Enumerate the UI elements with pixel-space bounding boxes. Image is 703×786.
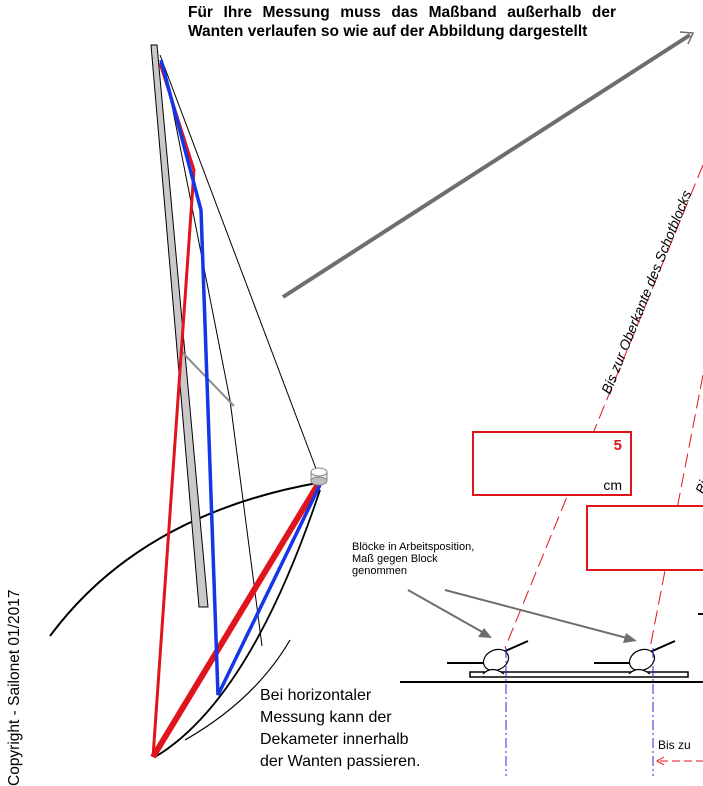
callout-arrow-1-head <box>478 628 492 638</box>
direction-arrow-head <box>679 31 695 45</box>
measurement-box-2 <box>586 505 703 571</box>
red-dashed-line-2 <box>649 374 703 649</box>
red-dashed-line-1 <box>504 164 703 649</box>
blocks-note: Blöcke in Arbeitsposition, Maß gegen Blo… <box>352 541 475 577</box>
measurement-box <box>472 431 632 496</box>
direction-arrow <box>281 33 692 299</box>
hull-curve <box>49 482 318 637</box>
keel-curve-inner <box>184 639 291 741</box>
measurement-value: 5 <box>613 437 622 454</box>
bottom-instruction-note: Bei horizontaler Messung kann der Dekame… <box>260 687 421 770</box>
forestay-line <box>159 54 319 475</box>
red-measure-diagonal <box>150 479 323 759</box>
bottom-dimension-arrowhead <box>655 756 665 766</box>
track-bar <box>469 671 689 678</box>
mast <box>150 44 209 608</box>
top-instruction-note: Für Ihre Messung muss das Maßband außerh… <box>188 4 616 40</box>
block-2 <box>594 640 676 675</box>
blue-measure-line <box>159 59 322 696</box>
shroud-line <box>164 69 263 647</box>
callout-arrow-2-head <box>623 633 637 643</box>
callout-arrow-2 <box>444 589 628 639</box>
measurement-unit: cm <box>603 477 622 493</box>
bottom-dimension-label: Bis zu <box>658 738 691 752</box>
head-block <box>310 467 328 486</box>
copyright-text: Copyright - Sailonet 01/2017 <box>6 589 23 786</box>
callout-arrow-1 <box>407 589 485 634</box>
block-1 <box>447 640 529 675</box>
keel-curve <box>154 489 321 758</box>
